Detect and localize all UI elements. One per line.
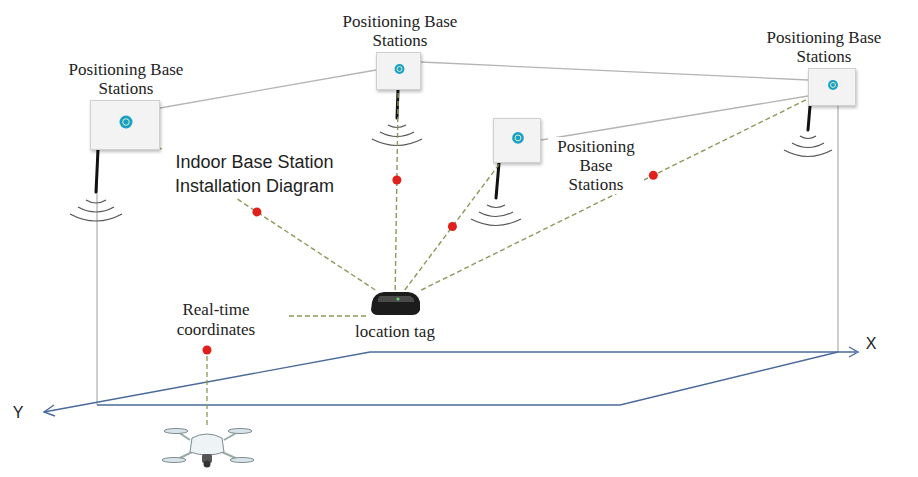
tag-body <box>371 292 420 315</box>
station-label: Positioning Base Stations <box>51 60 201 98</box>
axis-label: X <box>861 335 881 353</box>
logo-circle <box>828 80 838 90</box>
signal-link <box>160 148 375 290</box>
station-label: Positioning Base Stations <box>315 12 485 50</box>
logo-circle <box>512 132 524 144</box>
diagram-caption: Indoor Base Station Installation Diagram <box>162 150 347 198</box>
logo-ring <box>397 66 402 71</box>
logo-ring <box>123 119 130 126</box>
tag-led <box>397 298 400 301</box>
tag-device <box>368 290 422 316</box>
coordinate-label: Real-time coordinates <box>148 300 284 340</box>
logo-ring <box>831 82 836 87</box>
signal-link <box>395 90 398 290</box>
station-logo <box>494 119 542 164</box>
station-logo <box>809 69 857 107</box>
base-station: Positioning Base Stations <box>493 118 541 163</box>
signal-dot <box>252 207 261 216</box>
logo-ring <box>515 135 521 141</box>
tag-top <box>378 296 414 302</box>
station-label: Positioning Base Stations <box>548 137 644 194</box>
signal-dot <box>649 171 658 180</box>
signal-link <box>405 163 500 290</box>
station-logo <box>377 53 422 91</box>
base-station: Positioning Base Stations <box>376 52 421 90</box>
signal-dot <box>392 176 401 185</box>
signal-dot <box>448 222 457 231</box>
logo-circle <box>120 116 133 129</box>
location-tag: location tag <box>368 290 422 316</box>
station-label: Positioning Base Stations <box>739 28 909 66</box>
logo-circle <box>395 64 405 74</box>
tag-label: location tag <box>330 322 460 341</box>
signal-link <box>421 99 808 290</box>
base-station: Positioning Base Stations <box>808 68 856 106</box>
axis-label: Y <box>8 404 28 422</box>
base-station: Positioning Base Stations <box>90 100 160 150</box>
drone <box>162 429 254 468</box>
station-logo <box>91 101 161 151</box>
